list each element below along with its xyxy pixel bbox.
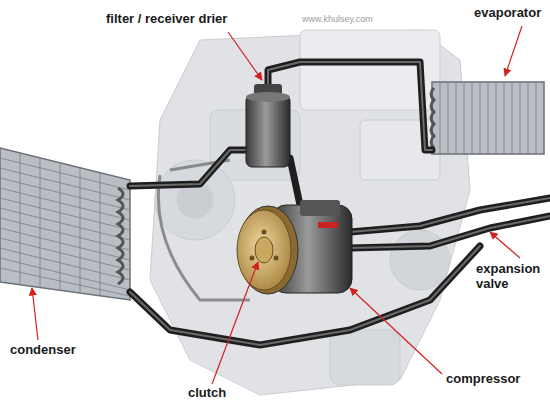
- label-anchor: clutch: [186, 386, 228, 401]
- compressor-body: [237, 200, 352, 294]
- condenser-core: [0, 148, 130, 300]
- leader-arrows: [32, 26, 522, 384]
- label-anchor: evaporator: [472, 6, 543, 21]
- part-label: condenser: [8, 343, 78, 358]
- receiver-drier: [246, 84, 290, 167]
- part-label: clutch: [186, 386, 228, 401]
- watermark: www.khulsey.com: [300, 14, 375, 24]
- part-label: compressor: [444, 372, 522, 387]
- label-anchor: condenser: [8, 343, 78, 358]
- label-anchor: compressor: [444, 372, 522, 387]
- part-label: expansion valve: [474, 262, 546, 292]
- part-label: evaporator: [472, 6, 543, 21]
- label-anchor: filter / receiver drier: [104, 12, 229, 27]
- evaporator-core: [431, 82, 544, 154]
- part-label: filter / receiver drier: [104, 12, 229, 27]
- label-anchor: www.khulsey.com: [300, 14, 375, 24]
- refrigerant-hoses: [130, 62, 550, 345]
- label-anchor: expansion valve: [474, 262, 546, 292]
- engine-ghost: [150, 30, 470, 395]
